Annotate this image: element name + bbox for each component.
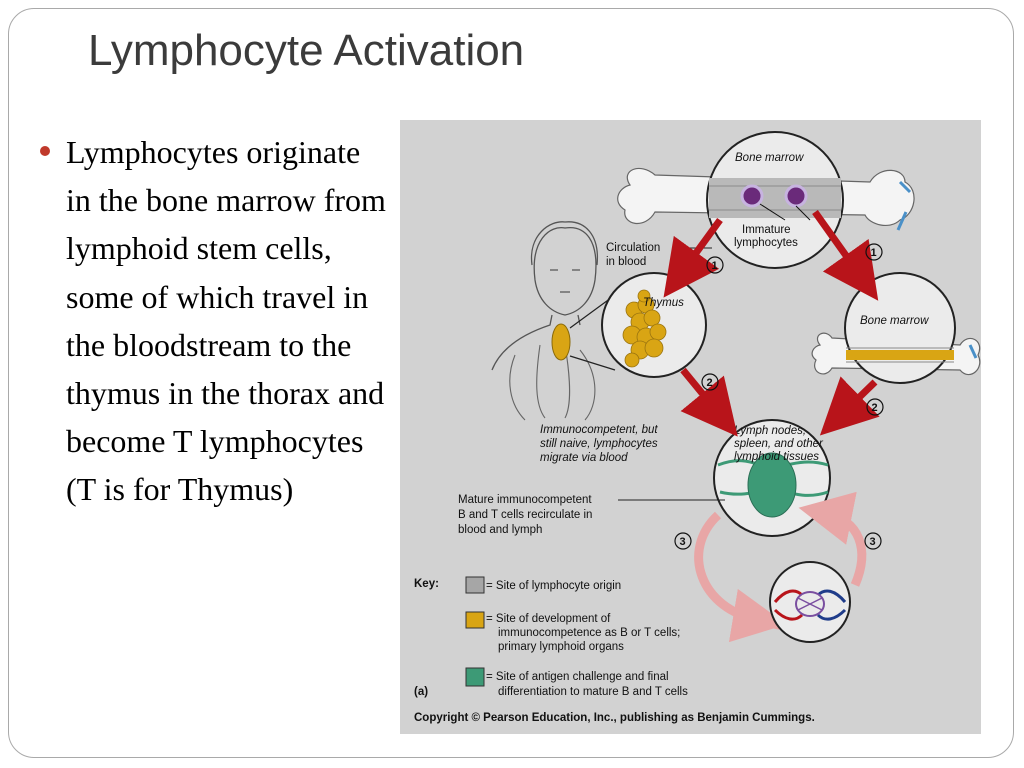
label-lymph-3: lymphoid tissues (734, 451, 819, 463)
legend-development-1: = Site of development of (486, 613, 611, 625)
human-figure-illustration (491, 221, 616, 421)
label-bone-marrow-right: Bone marrow (860, 315, 929, 327)
label-mature-2: B and T cells recirculate in (458, 509, 592, 521)
step-1-right: 1 (871, 247, 877, 259)
legend-swatch-gray (465, 576, 485, 594)
legend-development-2: immunocompetence as B or T cells; (498, 627, 680, 639)
step-1-left: 1 (712, 260, 718, 272)
step-markers: 1 1 2 2 3 3 (674, 243, 884, 550)
legend-swatch-green (465, 667, 485, 687)
label-immuno-1: Immunocompetent, but (540, 424, 658, 436)
legend-key: Key: = Site of lymphocyte origin = Site … (414, 576, 688, 698)
label-thymus: Thymus (643, 297, 684, 309)
label-immuno-2: still naive, lymphocytes (540, 438, 658, 450)
lymph-node-circle: Lymph nodes, spleen, and other lymphoid … (713, 419, 831, 537)
panel-label: (a) (414, 686, 428, 698)
bone-marrow-top-circle: Bone marrow Immature lymphocytes (706, 131, 844, 269)
copyright-text: Copyright © Pearson Education, Inc., pub… (414, 712, 815, 724)
label-immature-1: Immature (742, 224, 791, 236)
bullet-text: Lymphocytes originate in the bone marrow… (66, 134, 386, 508)
label-immuno-3: migrate via blood (540, 452, 628, 464)
bullet-dot-icon (40, 146, 50, 156)
migration-arrows (663, 209, 880, 437)
label-mature-3: blood and lymph (458, 524, 542, 536)
label-mature-1: Mature immunocompetent (458, 494, 592, 506)
label-lymph-2: spleen, and other (734, 438, 824, 450)
label-bone-marrow-top: Bone marrow (735, 152, 804, 164)
thymus-circle: Thymus (601, 272, 707, 378)
legend-title: Key: (414, 578, 439, 590)
vessel-network-circle (769, 561, 851, 643)
label-lymph-1: Lymph nodes, (734, 425, 806, 437)
lymphocyte-diagram: Bone marrow Immature lymphocytes (400, 120, 981, 734)
step-3-left: 3 (680, 536, 686, 548)
label-immature-2: lymphocytes (734, 237, 798, 249)
step-2-left: 2 (707, 377, 713, 389)
bone-marrow-right-circle: Bone marrow (844, 272, 956, 384)
step-3-right: 3 (870, 536, 876, 548)
legend-origin: = Site of lymphocyte origin (486, 580, 621, 592)
legend-challenge-1: = Site of antigen challenge and final (486, 671, 669, 683)
legend-challenge-2: differentiation to mature B and T cells (498, 686, 688, 698)
slide-title: Lymphocyte Activation (88, 26, 525, 75)
step-2-right: 2 (872, 402, 878, 414)
label-circulation-1: Circulation (606, 242, 660, 254)
label-circulation-2: in blood (606, 256, 646, 268)
slide-frame (8, 8, 1014, 758)
legend-swatch-yellow (465, 611, 485, 629)
legend-development-3: primary lymphoid organs (498, 641, 624, 653)
